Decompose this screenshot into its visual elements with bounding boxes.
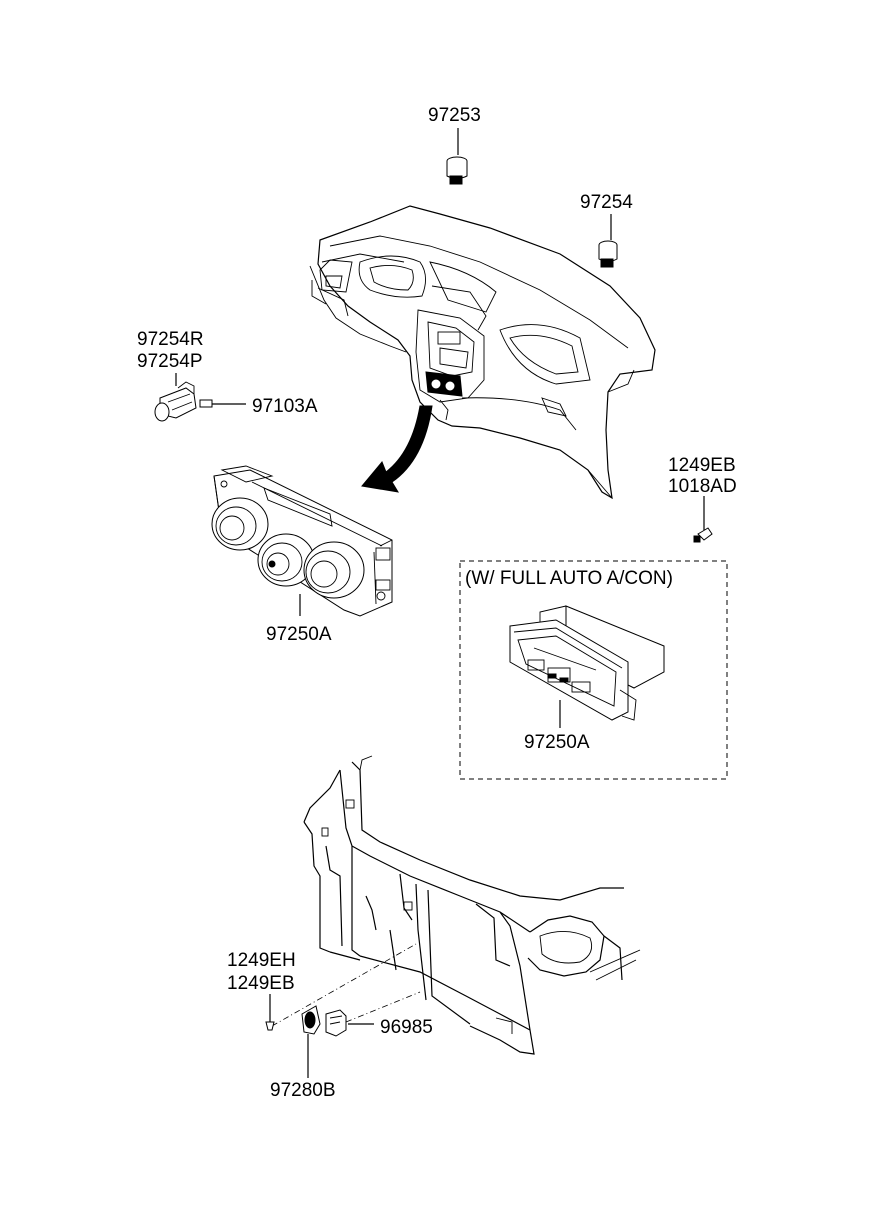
knob-right [303,541,365,599]
part-screw-top [693,496,713,543]
label-1018ad: 1018AD [668,476,737,497]
knob-middle [257,533,315,587]
arrow-icon [361,405,433,493]
part-97253-sensor [446,128,468,185]
label-97280b: 97280B [270,1080,336,1101]
label-1249eb-top: 1249EB [668,455,736,476]
label-97253: 97253 [428,105,481,126]
part-97280b-sensor [301,1005,321,1078]
full-auto-title: (W/ FULL AUTO A/CON) [465,568,673,589]
radiator-support-illustration [271,755,641,1055]
dashboard-illustration [309,205,656,500]
label-97254r: 97254R [137,329,204,350]
part-97254-sensor [598,214,618,268]
knob-left [211,497,269,551]
label-96985: 96985 [380,1017,433,1038]
label-1249eb-bottom: 1249EB [227,973,295,994]
label-97250a-auto: 97250A [524,732,590,753]
label-97254: 97254 [580,192,633,213]
part-97254r-actuator [154,373,246,422]
part-96985-clip [325,1009,374,1037]
label-97103a: 97103A [252,396,318,417]
label-1249eh: 1249EH [227,950,296,971]
label-97254p: 97254P [137,351,203,372]
label-97250a-manual: 97250A [266,624,332,645]
part-screw-bottom [265,994,275,1031]
part-97250a-auto-control [509,605,665,728]
part-97250a-manual-control [211,465,393,617]
